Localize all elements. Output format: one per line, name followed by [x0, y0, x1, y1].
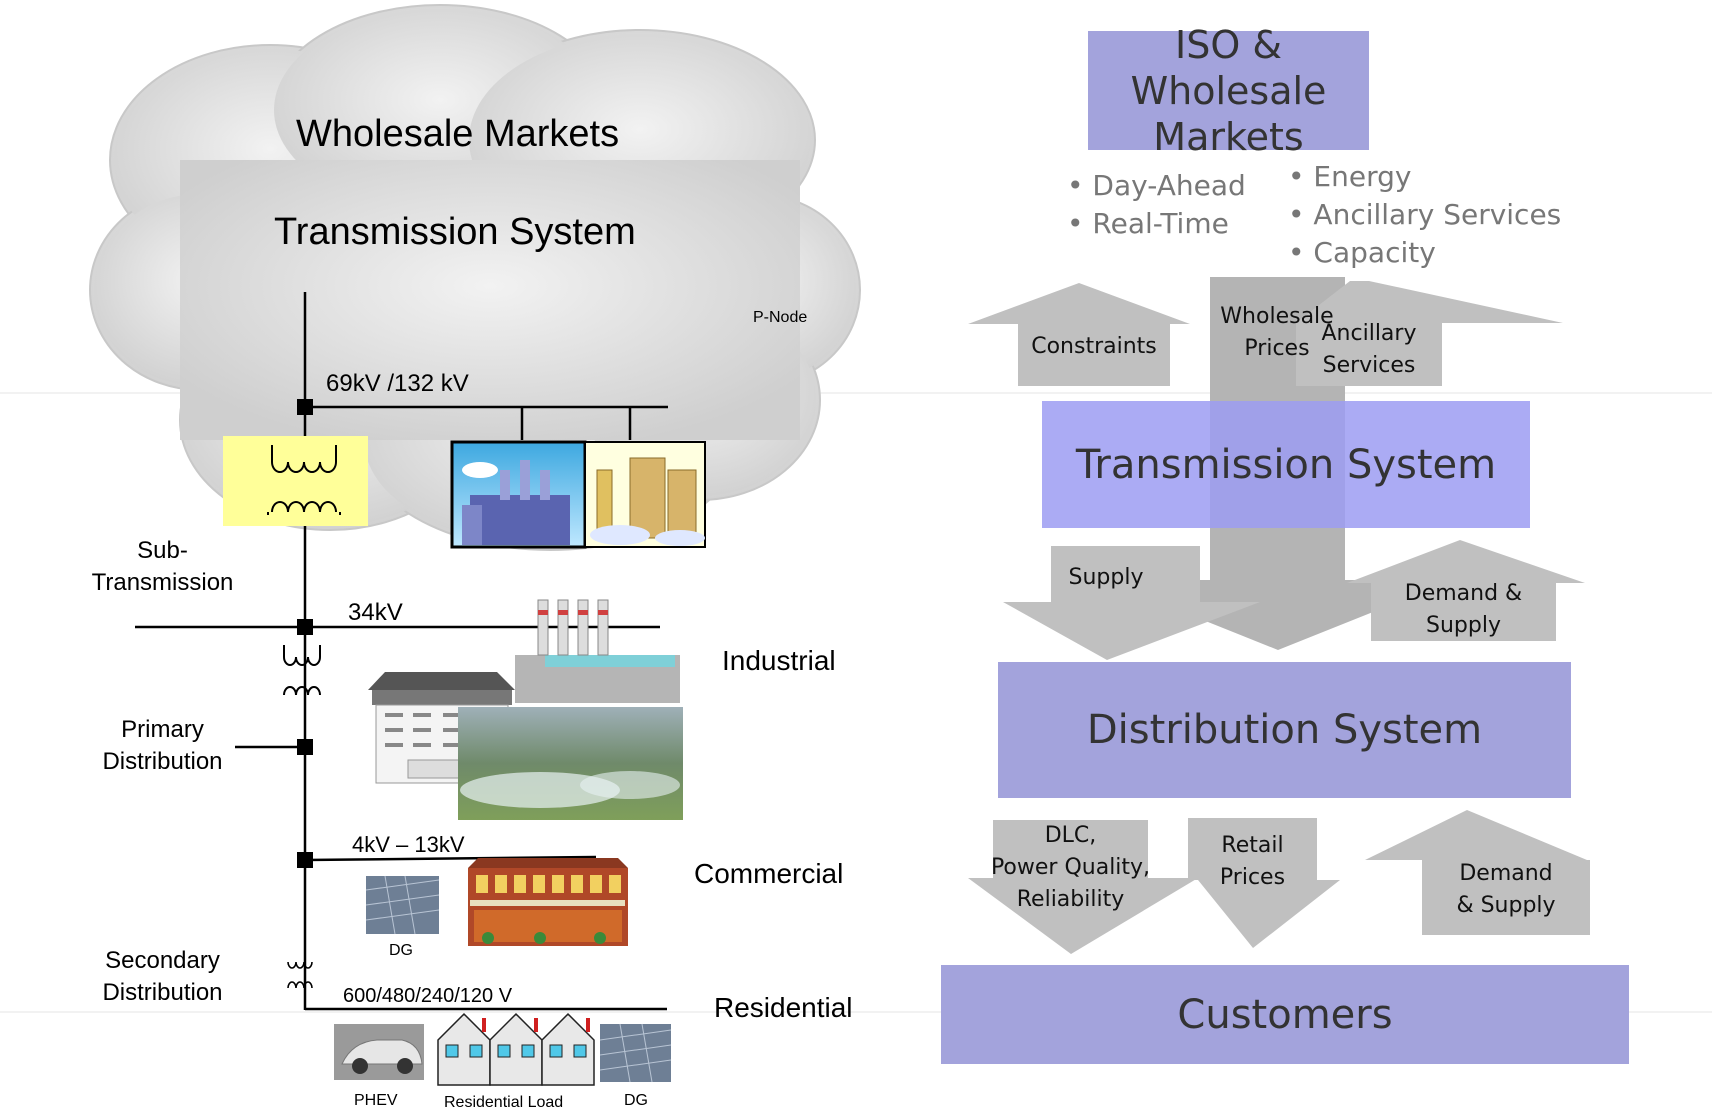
refinery-image [584, 441, 706, 548]
market-products-list: Energy Ancillary Services Capacity [1288, 158, 1561, 272]
voltage-transmission-label: 69kV /132 kV [326, 370, 469, 397]
class-industrial-label: Industrial [722, 645, 836, 676]
retail-prices-label: Retail Prices [1219, 833, 1286, 890]
market-product-item: Ancillary Services [1288, 196, 1561, 234]
voltage-secondary-label: 600/480/240/120 V [343, 985, 513, 1007]
market-product-item: Energy [1288, 158, 1561, 196]
voltage-sub-label: 34kV [348, 599, 403, 626]
arrow-retail-prices [1188, 818, 1340, 948]
power-plant-image [450, 440, 587, 549]
dg-commercial-label: DG [389, 942, 413, 959]
dlc-label: DLC, Power Quality, Reliability [990, 823, 1151, 912]
class-residential-label: Residential [714, 992, 853, 1023]
customers-box: Customers [941, 965, 1629, 1064]
residential-load-label: Residential Load [444, 1094, 564, 1111]
market-timeframe-item: Real-Time [1067, 205, 1246, 243]
market-timeframes-list: Day-Ahead Real-Time [1067, 167, 1246, 243]
arrow-ancillary-services [1296, 281, 1563, 386]
node-4kv [297, 852, 313, 868]
arrow-demand-supply-top [1347, 540, 1585, 641]
arrow-supply [1003, 546, 1260, 660]
class-commercial-label: Commercial [694, 858, 844, 889]
market-product-item: Capacity [1288, 234, 1561, 272]
cloud-subtitle: Transmission System [274, 211, 636, 253]
distribution-system-box: Distribution System [998, 662, 1571, 798]
level-subtransmission-label: Sub- Transmission [91, 537, 234, 596]
phev-car-image [334, 1024, 424, 1080]
wholesale-prices-label: Wholesale Prices [1220, 304, 1334, 361]
bus-4kv [304, 855, 597, 862]
supply-label: Supply [1068, 565, 1144, 590]
node-69kv [297, 399, 313, 415]
level-secondary-label: Secondary Distribution [102, 947, 223, 1006]
constraints-label: Constraints [1031, 334, 1157, 359]
voltage-primary-label: 4kV – 13kV [352, 832, 465, 857]
arrow-demand-supply-bottom [1365, 810, 1590, 935]
transformer-symbol [283, 645, 321, 696]
pnode-label: P-Node [753, 309, 808, 326]
transformer-highlight [223, 436, 368, 526]
irrigation-photo [458, 707, 683, 820]
arrow-dlc [968, 820, 1198, 954]
node-primary [297, 739, 313, 755]
shops-image [468, 858, 628, 946]
level-primary-label: Primary Distribution [102, 716, 223, 775]
dg-residential-label: DG [624, 1092, 648, 1109]
cloud-title: Wholesale Markets [296, 113, 620, 155]
ancillary-services-label: Ancillary Services [1321, 321, 1417, 378]
phev-label: PHEV [354, 1092, 398, 1109]
solar-panel-image [599, 1023, 672, 1083]
market-timeframe-item: Day-Ahead [1067, 167, 1245, 205]
node-34kv [297, 619, 313, 635]
houses-image [437, 1012, 595, 1086]
solar-panel-image [365, 875, 440, 935]
demand-supply-bottom-label: Demand & Supply [1456, 861, 1556, 918]
iso-wholesale-box: ISO & Wholesale Markets [1088, 23, 1369, 159]
transformer-symbol [267, 445, 341, 515]
transformer-symbol [287, 961, 313, 989]
transmission-system-box: Transmission System [1042, 401, 1530, 528]
demand-supply-top-label: Demand & Supply [1404, 581, 1523, 638]
arrow-constraints [968, 283, 1190, 386]
factory-image [515, 599, 680, 703]
